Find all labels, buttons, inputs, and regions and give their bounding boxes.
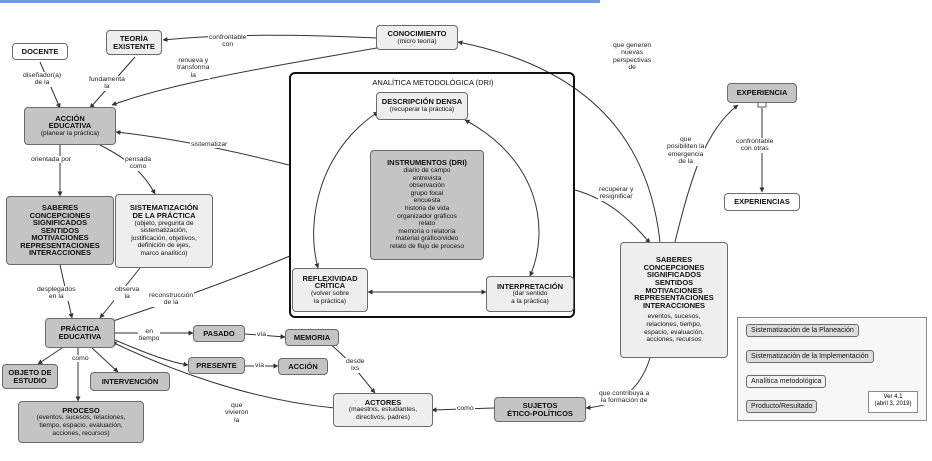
edge-saberes-experiencia [674, 104, 739, 243]
node-title: CONOCIMIENTO [387, 28, 447, 38]
node-sub: (objeto, pregunta de sistematización, ju… [131, 219, 197, 257]
link-label-sistematizar: sistematizar [190, 141, 229, 149]
node-accion[interactable]: ACCIÓN EDUCATIVA (planear la práctica) [24, 107, 116, 145]
node-title: PRÁCTICA EDUCATIVA [58, 324, 102, 341]
node-title: SABERES CONCEPCIONES SIGNIFICADOS SENTID… [634, 255, 714, 310]
node-pasado[interactable]: PASADO [193, 325, 245, 342]
node-title: SUJETOS ÉTICO-POLÍTICOS [507, 400, 573, 418]
link-label-desde: desde lxs [345, 358, 366, 373]
node-sistematizacion[interactable]: SISTEMATIZACIÓN DE LA PRÁCTICA (objeto, … [115, 194, 213, 268]
link-label-reconstruccion: reconstrucción de la [148, 292, 195, 307]
node-title: EXPERIENCIA [736, 88, 788, 98]
link-label-disenador: diseñador(a) de la [22, 72, 63, 87]
node-saberes-left[interactable]: SABERES CONCEPCIONES SIGNIFICADOS SENTID… [6, 196, 114, 265]
top-accent-bar [0, 0, 600, 3]
link-label-desplegados: desplegados en la [36, 286, 77, 301]
legend-item-implementacion: Sistematización de la Implementación [746, 350, 874, 363]
version-note: Ver 4.1 (abril 3, 2019) [868, 391, 918, 413]
node-sub: (micro teoría) [397, 37, 437, 45]
node-title: MEMORIA [293, 332, 331, 342]
edge-descripcion-reflexividad [313, 111, 379, 269]
link-label-fundamenta: fundamenta la [88, 76, 126, 91]
analitica-frame [289, 72, 575, 318]
link-label-observa: observa la [114, 286, 141, 301]
frame-title: ANALÍTICA METODOLÓGICA (DRI) [372, 78, 494, 87]
edge-practica-presente [114, 339, 189, 367]
node-objeto[interactable]: OBJETO DE ESTUDIO [2, 364, 58, 389]
node-sub: (recuperar la práctica) [389, 106, 455, 113]
node-intervencion[interactable]: INTERVENCIÓN [90, 372, 170, 391]
link-label-via-2: vía [254, 362, 266, 370]
link-label-como-1: como [71, 355, 90, 363]
node-sub: (maestrxs, estudiantes, directivos, padr… [348, 406, 418, 421]
node-title: OBJETO DE ESTUDIO [8, 367, 52, 385]
node-title: ACTORES [364, 397, 402, 407]
edge-saberes-conocimiento [457, 40, 661, 243]
link-label-confrontable: confrontable con [208, 34, 248, 49]
node-title: INTERVENCIÓN [101, 376, 159, 386]
link-label-en-tiempo: en tiempo [138, 328, 161, 343]
link-label-orientada: orientada por [30, 156, 73, 164]
edge-frame-saberes [574, 189, 651, 244]
node-practica[interactable]: PRÁCTICA EDUCATIVA [45, 318, 115, 348]
link-label-confrontable-otras: confrontable con otras [735, 138, 775, 153]
edge-actores-practica [111, 341, 336, 409]
link-label-renueva: renueva y transforma la [176, 57, 211, 80]
legend-item-analitica: Analítica metodológica [746, 375, 827, 388]
link-label-que-vivieron: que vivieron la [224, 402, 250, 425]
node-title: PASADO [203, 328, 235, 338]
node-sub: eventos, sucesos, relaciones, tiempo, es… [644, 313, 704, 344]
node-title: TEORÍA EXISTENTE [113, 33, 155, 51]
node-sub: (eventos, sucesos, relaciones, tiempo, e… [36, 414, 126, 437]
node-presente[interactable]: PRESENTE [188, 357, 245, 374]
node-accion2[interactable]: ACCIÓN [278, 358, 328, 375]
node-instrumentos[interactable]: INSTRUMENTOS (DRI) diario de campo entre… [370, 150, 484, 260]
node-sub: (volver sobre la práctica) [310, 290, 350, 305]
node-title: ACCIÓN EDUCATIVA [48, 113, 92, 131]
link-label-generen: que generen nuevas perspectivas de [612, 42, 653, 72]
node-experiencias[interactable]: EXPERIENCIAS [724, 193, 800, 211]
edge-practica-objeto [37, 347, 63, 365]
edge-conocimiento-teoria [162, 34, 378, 43]
node-actores[interactable]: ACTORES (maestrxs, estudiantes, directiv… [333, 393, 433, 427]
node-sub: diario de campo entrevista observación g… [389, 167, 465, 250]
link-label-pensada: pensada como [124, 156, 153, 171]
node-title: REFLEXIVIDAD CRÍTICA [302, 273, 358, 291]
node-title: INTERPRETACIÓN [496, 281, 564, 291]
node-reflexividad[interactable]: REFLEXIVIDAD CRÍTICA (volver sobre la pr… [292, 268, 368, 312]
legend-item-producto: Producto/Resultado [746, 400, 818, 413]
node-docente[interactable]: DOCENTE [12, 43, 68, 60]
node-title: PROCESO [62, 405, 100, 415]
link-label-recuperar: recuperar y resignificar [598, 186, 635, 201]
node-title: INSTRUMENTOS (DRI) [387, 158, 467, 168]
node-teoria[interactable]: TEORÍA EXISTENTE [106, 30, 162, 55]
edge-descripcion-interpretacion [464, 119, 540, 277]
edge-practica-intervencion [91, 347, 119, 373]
node-title: DESCRIPCIÓN DENSA [381, 97, 463, 107]
node-title: ACCIÓN [288, 361, 318, 371]
node-sub: (dar sentido a la práctica) [511, 290, 549, 305]
link-label-via-1: vía [256, 331, 268, 339]
node-title: PRESENTE [196, 360, 237, 370]
node-sujetos[interactable]: SUJETOS ÉTICO-POLÍTICOS [494, 397, 586, 422]
node-saberes-right[interactable]: SABERES CONCEPCIONES SIGNIFICADOS SENTID… [620, 242, 728, 358]
link-label-posibiliten: que posibiliten la emergencia de la [666, 136, 706, 166]
node-descripcion[interactable]: DESCRIPCIÓN DENSA (recuperar la práctica… [376, 92, 468, 120]
edge-conocimiento-accion [111, 46, 383, 106]
node-conocimiento[interactable]: CONOCIMIENTO (micro teoría) [376, 25, 458, 50]
node-title: SISTEMATIZACIÓN DE LA PRÁCTICA [129, 203, 199, 221]
legend-item-planeacion: Sistematización de la Planeación [746, 324, 859, 337]
node-title: EXPERIENCIAS [734, 197, 790, 207]
node-title: DOCENTE [21, 46, 59, 56]
link-label-contribuya: que contribuya a la formación de [598, 390, 651, 405]
node-sub: (planear la práctica) [40, 129, 100, 137]
node-experiencia[interactable]: EXPERIENCIA [727, 83, 797, 103]
link-label-como-2: como [456, 405, 475, 413]
node-title: SABERES CONCEPCIONES SIGNIFICADOS SENTID… [20, 202, 100, 258]
node-proceso[interactable]: PROCESO (eventos, sucesos, relaciones, t… [18, 401, 144, 443]
node-memoria[interactable]: MEMORIA [285, 329, 339, 346]
node-interpretacion[interactable]: INTERPRETACIÓN (dar sentido a la práctic… [486, 276, 574, 312]
